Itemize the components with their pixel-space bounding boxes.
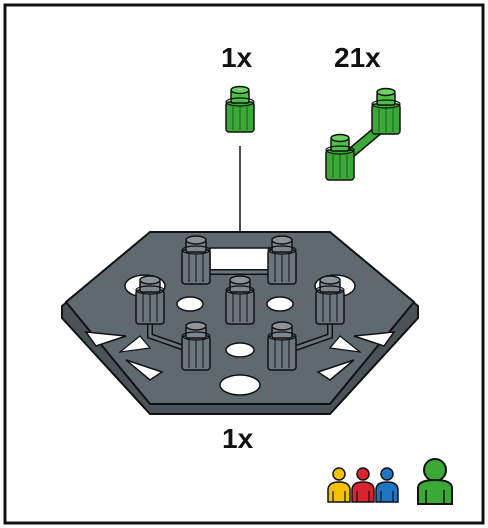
peg-pair-quantity: 21x bbox=[334, 42, 381, 73]
person-icons bbox=[327, 458, 453, 505]
hex-base-icon bbox=[61, 231, 419, 415]
single-peg-quantity: 1x bbox=[221, 42, 253, 73]
peg-pair-icon bbox=[325, 87, 401, 181]
single-peg-icon bbox=[225, 85, 255, 133]
person-icon bbox=[327, 467, 351, 503]
person-icon bbox=[351, 467, 375, 503]
person-icon bbox=[375, 467, 399, 503]
base-quantity: 1x bbox=[222, 423, 254, 454]
person-icon bbox=[417, 458, 453, 505]
